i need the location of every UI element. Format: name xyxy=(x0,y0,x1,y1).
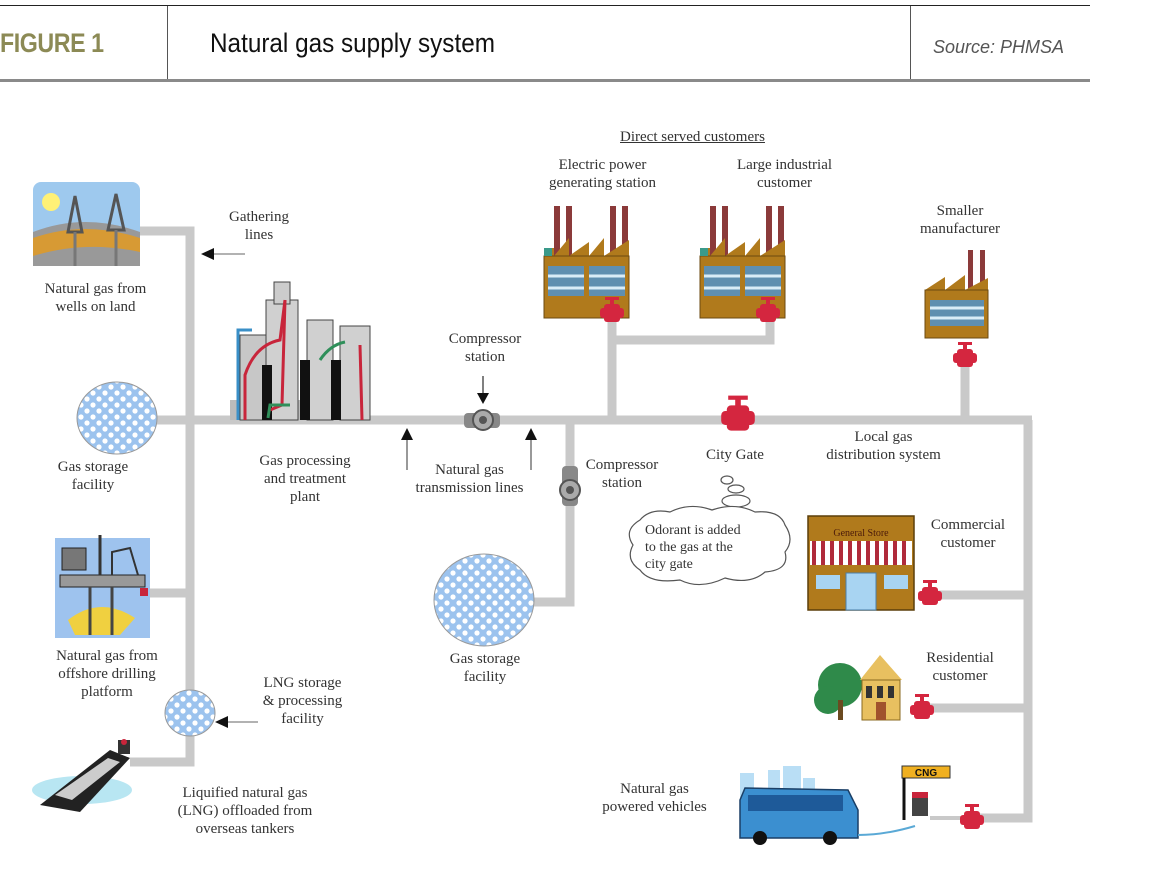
storage-center-pipe xyxy=(530,420,575,607)
label-residential: Residential customer xyxy=(926,650,994,684)
gas-storage-left-icon xyxy=(76,381,158,455)
label-gas-storage-left: Gas storage facility xyxy=(57,459,129,493)
label-offshore: Natural gas from offshore drilling platf… xyxy=(56,648,158,700)
label-local-distribution: Local gas distribution system xyxy=(826,429,941,463)
direct-customer-pipe xyxy=(607,315,775,420)
label-processing-plant: Gas processing and treatment plant xyxy=(259,453,351,505)
general-store-sign: General Store xyxy=(833,528,889,539)
label-electric-power: Electric power generating station xyxy=(548,157,657,191)
cng-sign: CNG xyxy=(915,768,937,779)
gathering-arrow-icon xyxy=(201,248,245,260)
transmission-arrow-icon xyxy=(401,428,413,470)
label-transmission-lines: Natural gas transmission lines xyxy=(415,462,524,496)
residential-house-icon xyxy=(814,655,902,721)
label-city-gate: City Gate xyxy=(706,447,764,463)
electric-power-station-icon xyxy=(542,204,631,320)
gathering-pipe xyxy=(130,226,195,767)
odorant-thought-bubble xyxy=(628,475,791,586)
header-divider xyxy=(167,6,168,79)
city-gate-valve-icon xyxy=(721,395,755,431)
valve-manufacturer-icon xyxy=(953,342,977,367)
smaller-manufacturer-icon xyxy=(924,250,989,339)
label-gas-storage-center: Gas storage facility xyxy=(449,651,521,685)
valve-residential-icon xyxy=(910,694,934,719)
natural-gas-bus-icon xyxy=(739,766,916,845)
label-direct-served: Direct served customers xyxy=(620,129,765,145)
lng-arrow-icon xyxy=(215,716,258,728)
figure-source: Source: PHMSA xyxy=(933,37,1065,57)
label-odorant-note: Odorant is added to the gas at the city … xyxy=(645,523,741,572)
large-industrial-icon xyxy=(698,204,787,320)
gas-storage-center-icon xyxy=(433,553,535,647)
figure-title: Natural gas supply system xyxy=(210,28,495,58)
distribution-pipe xyxy=(975,420,1033,823)
general-store-icon: General Store xyxy=(807,515,915,611)
label-large-industrial: Large industrial customer xyxy=(736,157,833,191)
cng-station-icon: CNG xyxy=(901,765,951,820)
lng-tanker-ship-icon xyxy=(32,739,132,812)
header-divider xyxy=(910,6,911,79)
label-gathering-lines: Gathering lines xyxy=(229,209,289,243)
label-lng-storage: LNG storage & processing facility xyxy=(262,675,343,727)
label-smaller-manufacturer: Smaller manufacturer xyxy=(920,203,1000,237)
label-compressor-top: Compressor station xyxy=(448,331,522,365)
diagram-svg: General Store xyxy=(32,182,1033,845)
label-compressor-side: Compressor station xyxy=(585,457,659,491)
compressor-station-top-icon xyxy=(464,409,500,431)
valve-commercial-icon xyxy=(918,580,942,605)
label-vehicles: Natural gas powered vehicles xyxy=(602,781,707,815)
lng-storage-icon xyxy=(164,689,216,737)
compressor-station-side-icon xyxy=(559,466,581,506)
label-lng-tankers: Liquified natural gas (LNG) offloaded fr… xyxy=(177,785,313,837)
figure-label: FIGURE 1 xyxy=(0,28,104,58)
valve-cng-icon xyxy=(960,804,984,829)
offshore-platform-icon xyxy=(55,535,150,638)
processing-plant-icon xyxy=(230,281,371,421)
wells-on-land-icon xyxy=(33,182,140,266)
gas-supply-diagram: General Store xyxy=(0,90,1150,892)
transmission-arrow-icon xyxy=(525,428,537,470)
compressor-arrow-icon xyxy=(477,376,489,404)
label-commercial: Commercial customer xyxy=(930,517,1006,551)
figure-header: FIGURE 1 Natural gas supply system Sourc… xyxy=(0,5,1090,82)
label-wells-on-land: Natural gas from wells on land xyxy=(44,281,147,315)
